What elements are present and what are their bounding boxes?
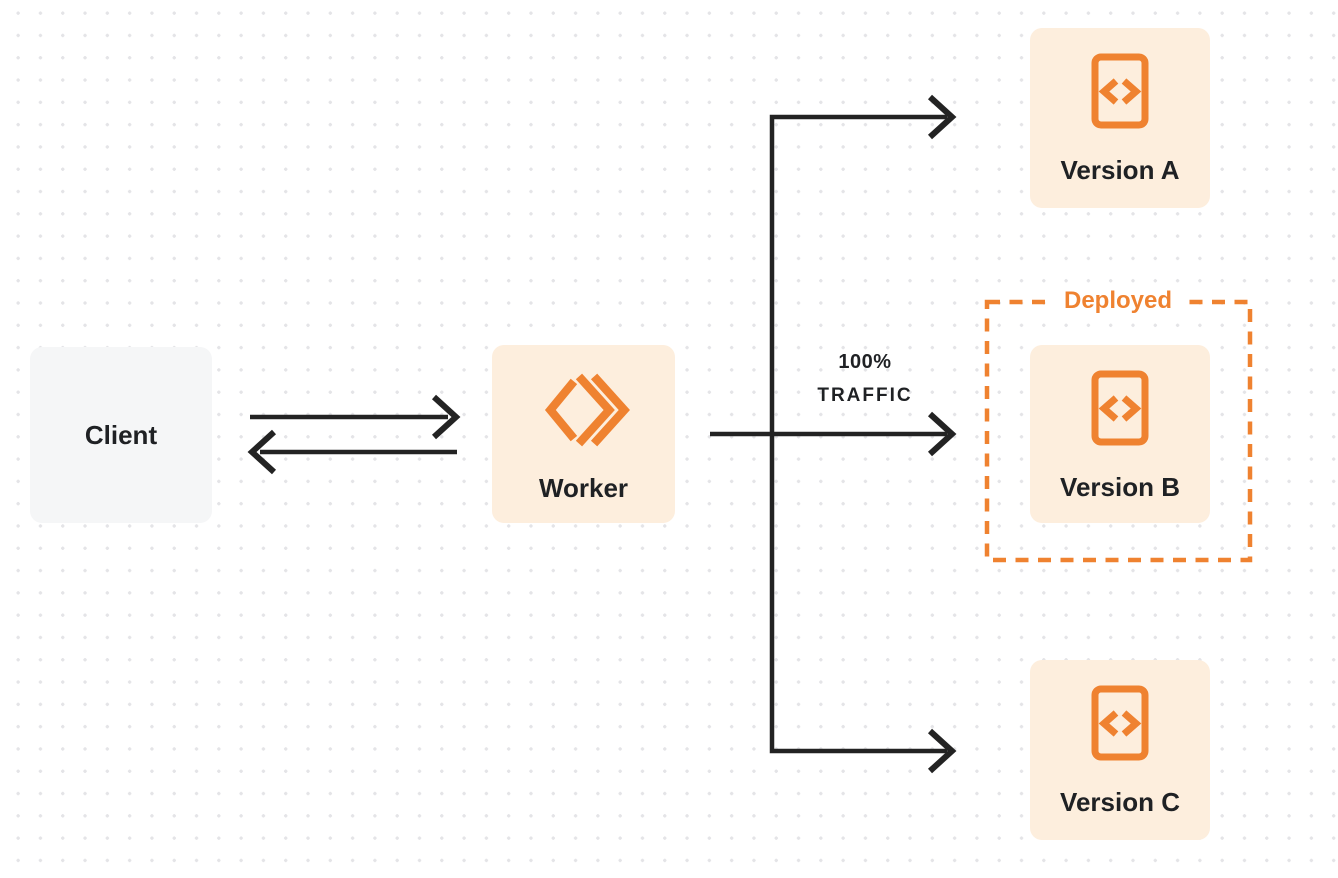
- code-file-icon: [1091, 53, 1149, 129]
- deployed-group-label: Deployed: [1053, 288, 1183, 314]
- arrowhead-to-version-a: [927, 94, 957, 140]
- code-file-icon: [1091, 370, 1149, 446]
- version-a-label: Version A: [1060, 155, 1180, 185]
- version-b-label: Version B: [1060, 472, 1180, 502]
- version-c-label: Version C: [1060, 787, 1180, 817]
- arrowhead-client-to-worker: [431, 394, 461, 440]
- version-a-node: Version A: [1030, 28, 1210, 208]
- traffic-percent-label: 100%: [838, 351, 892, 373]
- traffic-word-label: TRAFFIC: [817, 385, 913, 406]
- arrowhead-to-version-b: [927, 411, 957, 457]
- branch-trunk-line: [769, 114, 947, 754]
- worker-node: Worker: [492, 345, 675, 523]
- worker-icon: [544, 373, 630, 447]
- code-file-icon: [1091, 685, 1149, 761]
- worker-label: Worker: [538, 473, 629, 503]
- arrowhead-worker-to-client: [247, 429, 277, 475]
- arrowhead-to-version-c: [927, 728, 957, 774]
- client-node: Client: [30, 347, 212, 523]
- traffic-annotation: 100% TRAFFIC: [799, 352, 931, 406]
- version-b-node: Version B: [1030, 345, 1210, 523]
- version-c-node: Version C: [1030, 660, 1210, 840]
- client-label: Client: [84, 420, 158, 450]
